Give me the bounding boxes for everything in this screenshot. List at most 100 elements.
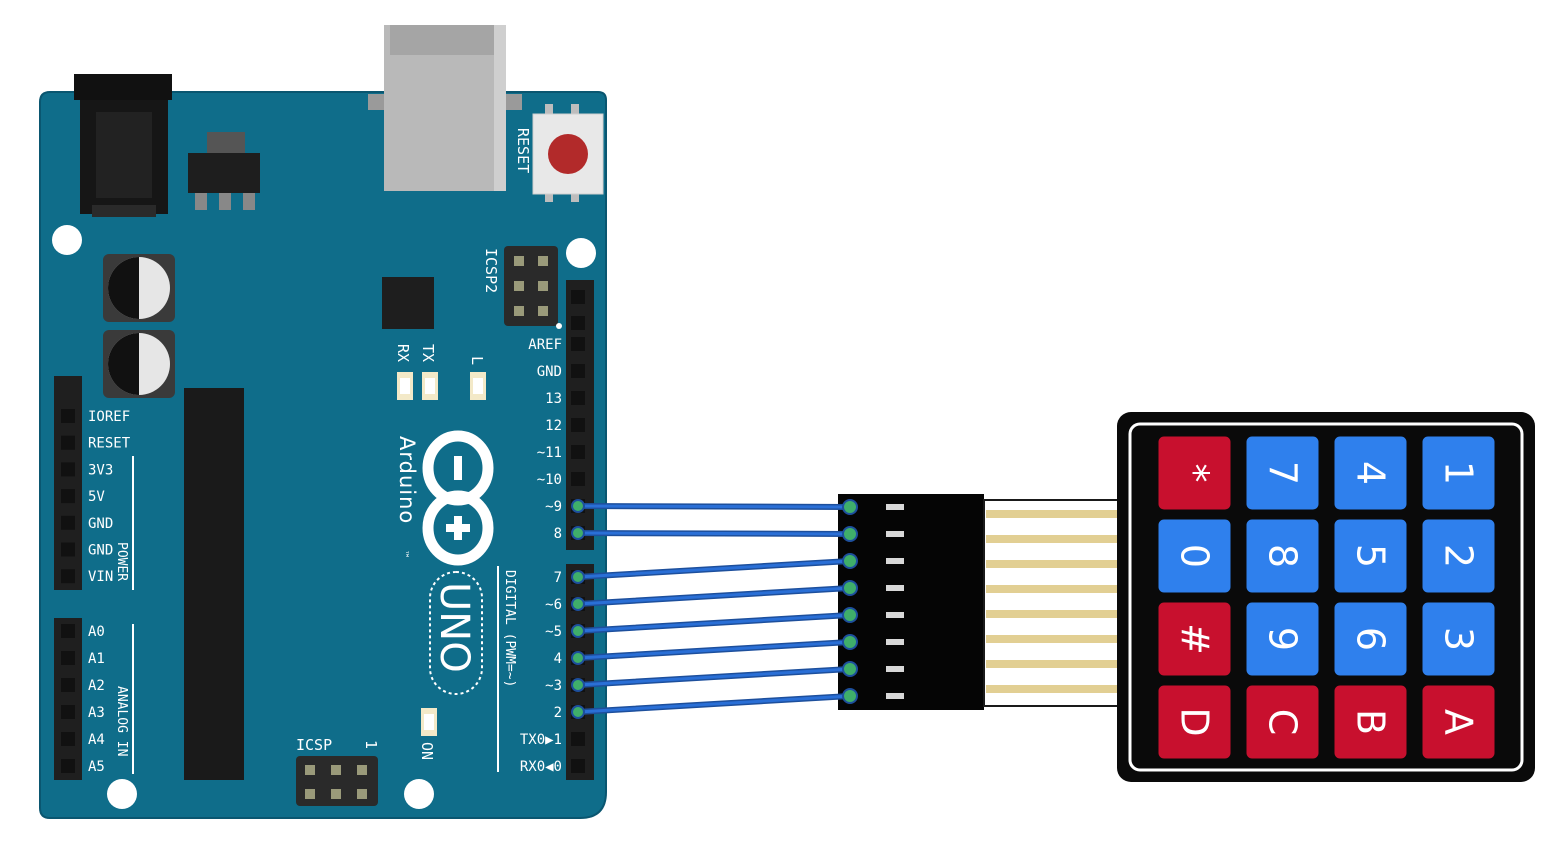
wire-end-pin <box>571 651 585 665</box>
analog-pin-socket <box>61 624 75 638</box>
analog-pin-socket <box>61 759 75 773</box>
keypad-key[interactable] <box>1157 518 1232 594</box>
wire-end-connector <box>842 607 858 623</box>
digital-pin-label: TX0▶1 <box>520 732 562 748</box>
on-led <box>421 708 437 736</box>
power-pin-label: RESET <box>88 436 131 452</box>
wire-end-pin <box>571 624 585 638</box>
digital-pin-label: 4 <box>554 651 562 667</box>
keypad-key-label: 9 <box>1261 627 1305 651</box>
ribbon-trace <box>986 685 1118 693</box>
jumper-wire-core <box>576 504 852 509</box>
wire-end-connector <box>842 553 858 569</box>
power-pin-label: 3V3 <box>88 462 113 478</box>
mounting-hole <box>107 779 137 809</box>
uno-badge <box>429 571 483 695</box>
keypad-key[interactable] <box>1157 684 1232 760</box>
keypad-key-label: 5 <box>1349 544 1393 568</box>
on-label: ON <box>418 742 436 760</box>
trademark-mark: ™ <box>399 550 409 559</box>
connector-slot <box>886 531 904 537</box>
analog-pin-socket <box>61 732 75 746</box>
icsp-label: ICSP <box>296 736 332 754</box>
keypad-key[interactable] <box>1333 684 1408 760</box>
wire-end-pin <box>571 526 585 540</box>
digital-pwm-label: DIGITAL (PWM=~) <box>502 570 517 687</box>
analog-pin-label: A5 <box>88 759 105 775</box>
keypad-key[interactable] <box>1333 601 1408 677</box>
keypad-key-label: A <box>1437 709 1481 735</box>
rx-led <box>397 372 413 400</box>
ribbon-trace <box>986 635 1118 643</box>
connector-slot <box>886 558 904 564</box>
icsp2-label: ICSP2 <box>482 248 500 293</box>
mounting-hole <box>52 225 82 255</box>
wire-end-pin <box>571 678 585 692</box>
keypad-key-label: # <box>1173 623 1217 655</box>
keypad-key[interactable] <box>1157 601 1232 677</box>
analog-pin-label: A2 <box>88 678 105 694</box>
connector-slot <box>886 585 904 591</box>
digital-pin-label: ~11 <box>537 445 562 461</box>
capacitor <box>103 254 175 322</box>
power-pin-label: 5V <box>88 489 105 505</box>
l-label: L <box>468 356 486 365</box>
digital-pin-socket <box>571 337 585 351</box>
ribbon-trace <box>986 610 1118 618</box>
voltage-regulator <box>188 132 260 210</box>
jumper-wire-core <box>576 640 852 660</box>
power-pin-socket <box>61 542 75 557</box>
icsp2-header <box>504 246 562 329</box>
ribbon-trace <box>986 510 1118 518</box>
wire-end-connector <box>842 661 858 677</box>
jumper-wire-core <box>576 613 852 633</box>
keypad-key[interactable] <box>1421 601 1496 677</box>
connector-slot <box>886 639 904 645</box>
keypad-key[interactable] <box>1245 601 1320 677</box>
power-pin-label: GND <box>88 516 113 532</box>
wire-end-connector <box>842 499 858 515</box>
tx-label: TX <box>419 344 437 362</box>
digital-pin-socket <box>571 445 585 459</box>
mounting-hole <box>404 779 434 809</box>
keypad-key-label: 6 <box>1349 627 1393 651</box>
digital-pin-label: 7 <box>554 570 562 586</box>
ribbon-trace <box>986 585 1118 593</box>
digital-pin-socket <box>571 732 585 746</box>
jumper-wire-core <box>576 667 852 687</box>
ribbon-cable <box>983 499 1121 707</box>
connector-slot <box>886 504 904 510</box>
wire-end-connector <box>842 526 858 542</box>
keypad-key[interactable] <box>1421 518 1496 594</box>
power-pin-label: VIN <box>88 569 113 585</box>
keypad-key[interactable] <box>1245 435 1320 511</box>
power-label: POWER <box>114 542 129 581</box>
digital-pin-label: ~5 <box>545 624 562 640</box>
keypad-key[interactable] <box>1421 435 1496 511</box>
jumper-wires <box>571 499 858 719</box>
reset-label: RESET <box>514 128 532 173</box>
keypad-key[interactable] <box>1245 518 1320 594</box>
capacitor <box>103 330 175 398</box>
digital-pin-label: 2 <box>554 705 562 721</box>
digital-pin-label: ~6 <box>545 597 562 613</box>
analog-in-label: ANALOG IN <box>114 686 129 756</box>
keypad-connector <box>838 494 984 710</box>
analog-pin-socket <box>61 678 75 692</box>
keypad-key[interactable] <box>1333 435 1408 511</box>
keypad-key[interactable] <box>1333 518 1408 594</box>
power-pin-socket <box>61 435 75 450</box>
ribbon-trace <box>986 660 1118 668</box>
keypad-key[interactable] <box>1245 684 1320 760</box>
wire-end-pin <box>571 597 585 611</box>
dc-power-jack <box>74 74 172 217</box>
keypad-key[interactable] <box>1421 684 1496 760</box>
keypad-key-label: B <box>1349 709 1393 735</box>
usb-connector <box>368 25 522 191</box>
digital-pin-socket <box>571 364 585 378</box>
keypad-key-label: C <box>1261 709 1305 736</box>
keypad-key[interactable] <box>1157 435 1232 511</box>
analog-pin-label: A3 <box>88 705 105 721</box>
connector-slot <box>886 612 904 618</box>
